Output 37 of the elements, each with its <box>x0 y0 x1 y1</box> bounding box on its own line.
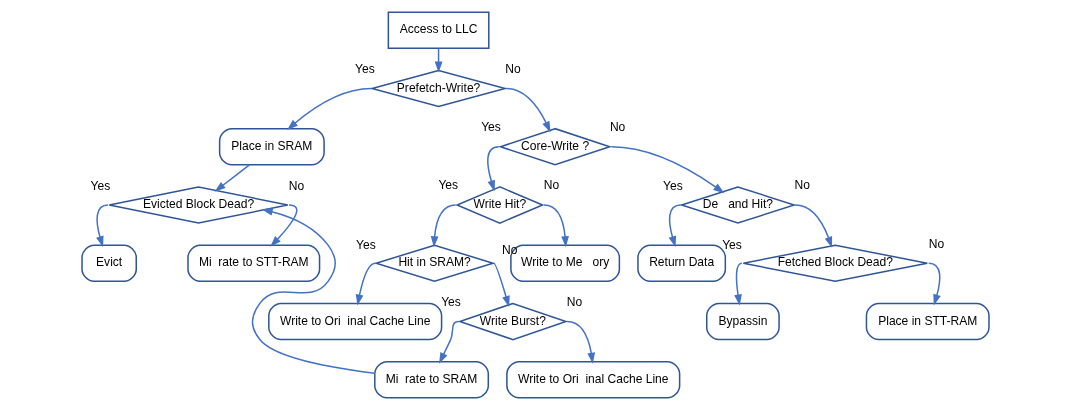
arrow <box>504 87 551 133</box>
node-box: Write to Ori inal Cache Line <box>505 360 680 399</box>
node-box: Evict <box>80 244 137 283</box>
edge-label: No <box>288 178 304 193</box>
arrow <box>286 87 372 131</box>
node-box: Place in STT-RAM <box>865 302 990 341</box>
edge-label: No <box>609 119 625 134</box>
arrow <box>565 320 595 364</box>
arrow <box>95 204 109 248</box>
node-box: Access to LLC <box>387 11 490 50</box>
node-box: Mi rate to SRAM <box>373 360 489 399</box>
arrow <box>492 262 510 308</box>
arrow <box>269 204 298 247</box>
edge-label: No <box>566 294 582 309</box>
arrow <box>927 262 941 306</box>
arrow <box>438 320 459 364</box>
node-box: Bypassin <box>705 302 780 341</box>
arrow <box>668 204 681 248</box>
node-box: Mi rate to STT-RAM <box>186 244 320 283</box>
arrow <box>214 164 250 192</box>
arrow <box>355 262 376 306</box>
arrow <box>610 146 724 194</box>
arrow <box>793 204 832 248</box>
node-diamond: Fetched Block Dead? <box>742 244 928 283</box>
arrow <box>430 204 456 248</box>
node-box: Place in SRAM <box>218 127 325 166</box>
edge-label: No <box>928 236 944 251</box>
arrow <box>542 204 569 248</box>
arrow <box>251 208 375 375</box>
edge-label: Yes <box>355 237 376 252</box>
arrow <box>486 146 500 192</box>
edge-label: Yes <box>90 178 110 193</box>
node-box: Return Data <box>636 244 726 283</box>
node-box: Write to Ori inal Cache Line <box>267 302 442 341</box>
edge-label: No <box>794 178 810 193</box>
arrow <box>733 262 743 306</box>
edge-label: No <box>543 178 559 193</box>
